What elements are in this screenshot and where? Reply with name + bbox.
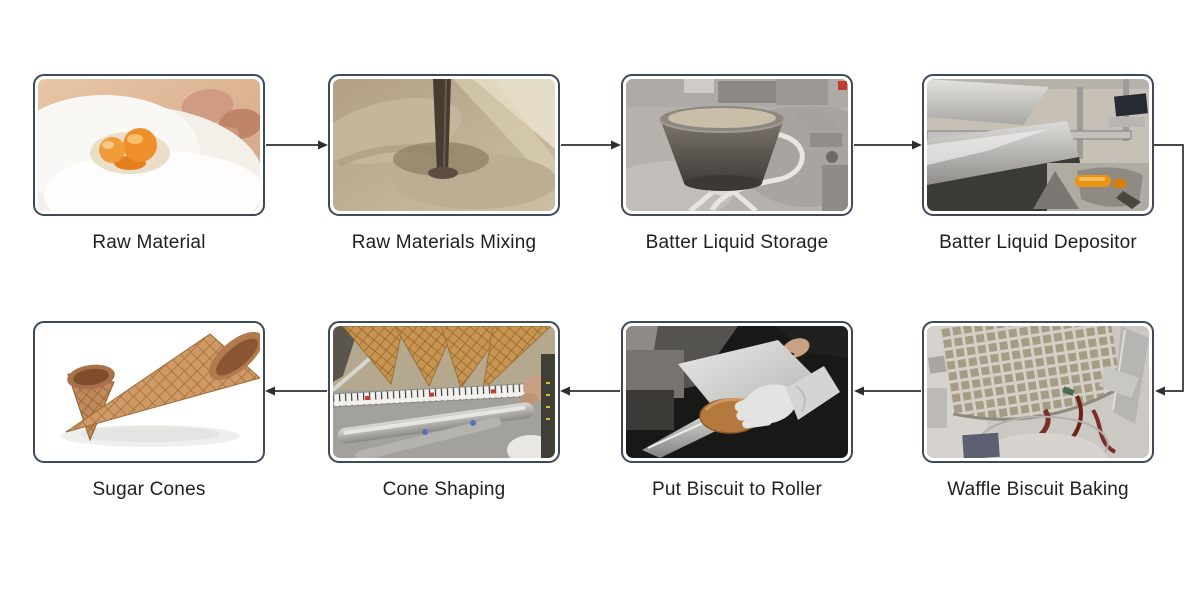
step-label: Waffle Biscuit Baking <box>947 479 1129 500</box>
arrow-step1-to-step2 <box>266 140 328 150</box>
step-photo-frame <box>328 321 560 463</box>
depositor-machine-image <box>927 79 1149 211</box>
step-raw-materials-mixing: Raw Materials Mixing <box>328 74 560 255</box>
mixer-shaft <box>428 79 458 179</box>
step-label: Raw Materials Mixing <box>351 232 537 253</box>
step-photo-frame <box>33 321 265 463</box>
waffle-cones <box>342 326 552 392</box>
batter-mixing-image <box>333 79 555 211</box>
step-photo-frame <box>33 74 265 216</box>
biscuit-roller-image <box>626 326 848 458</box>
step-sugar-cones: Sugar Cones <box>33 321 265 502</box>
hose <box>709 131 805 211</box>
step-label: Put Biscuit to Roller <box>652 479 822 500</box>
background-machinery <box>626 79 848 211</box>
step-photo-frame <box>922 74 1154 216</box>
small-cone <box>67 364 115 442</box>
step-cone-shaping: Cone Shaping <box>328 321 560 502</box>
step-label: Sugar Cones <box>92 479 206 500</box>
egg-yolks <box>99 128 157 170</box>
sensor-box <box>1114 93 1148 117</box>
arrow-step5-to-step6 <box>854 386 921 396</box>
step-waffle-biscuit-baking: Waffle Biscuit Baking <box>922 321 1154 502</box>
arrow-step2-to-step3 <box>561 140 621 150</box>
step-batter-liquid-storage: Batter Liquid Storage <box>621 74 853 255</box>
step-photo-frame <box>922 321 1154 463</box>
step-batter-liquid-depositor: Batter Liquid Depositor <box>922 74 1154 255</box>
arrow-step6-to-step7 <box>560 386 620 396</box>
step-raw-material: Raw Material <box>33 74 265 255</box>
flour-eggs-image <box>38 79 260 211</box>
cone-shaping-image <box>333 326 555 458</box>
steel-tank-image <box>626 79 848 211</box>
sugar-cones-image <box>38 326 260 458</box>
step-label: Batter Liquid Storage <box>645 232 829 253</box>
step-photo-frame <box>621 74 853 216</box>
step-photo-frame <box>621 321 853 463</box>
arrow-step3-to-step4 <box>854 140 922 150</box>
elbow-arrow-step4-to-step5 <box>1154 144 1184 396</box>
step-photo-frame <box>328 74 560 216</box>
white-glove <box>734 366 840 429</box>
right-arm <box>1099 326 1149 424</box>
large-cone <box>65 331 260 433</box>
machine-cylinders <box>337 402 534 458</box>
step-label: Cone Shaping <box>382 479 506 500</box>
orange-cylinder <box>1075 175 1126 188</box>
dark-strip <box>541 354 555 458</box>
steel-bowl <box>659 106 785 191</box>
measuring-tape <box>333 382 546 408</box>
arrow-step7-to-step8 <box>265 386 327 396</box>
step-put-biscuit-to-roller: Put Biscuit to Roller <box>621 321 853 502</box>
step-label: Batter Liquid Depositor <box>939 232 1137 253</box>
step-label: Raw Material <box>92 232 206 253</box>
waffle-baking-image <box>927 326 1149 458</box>
